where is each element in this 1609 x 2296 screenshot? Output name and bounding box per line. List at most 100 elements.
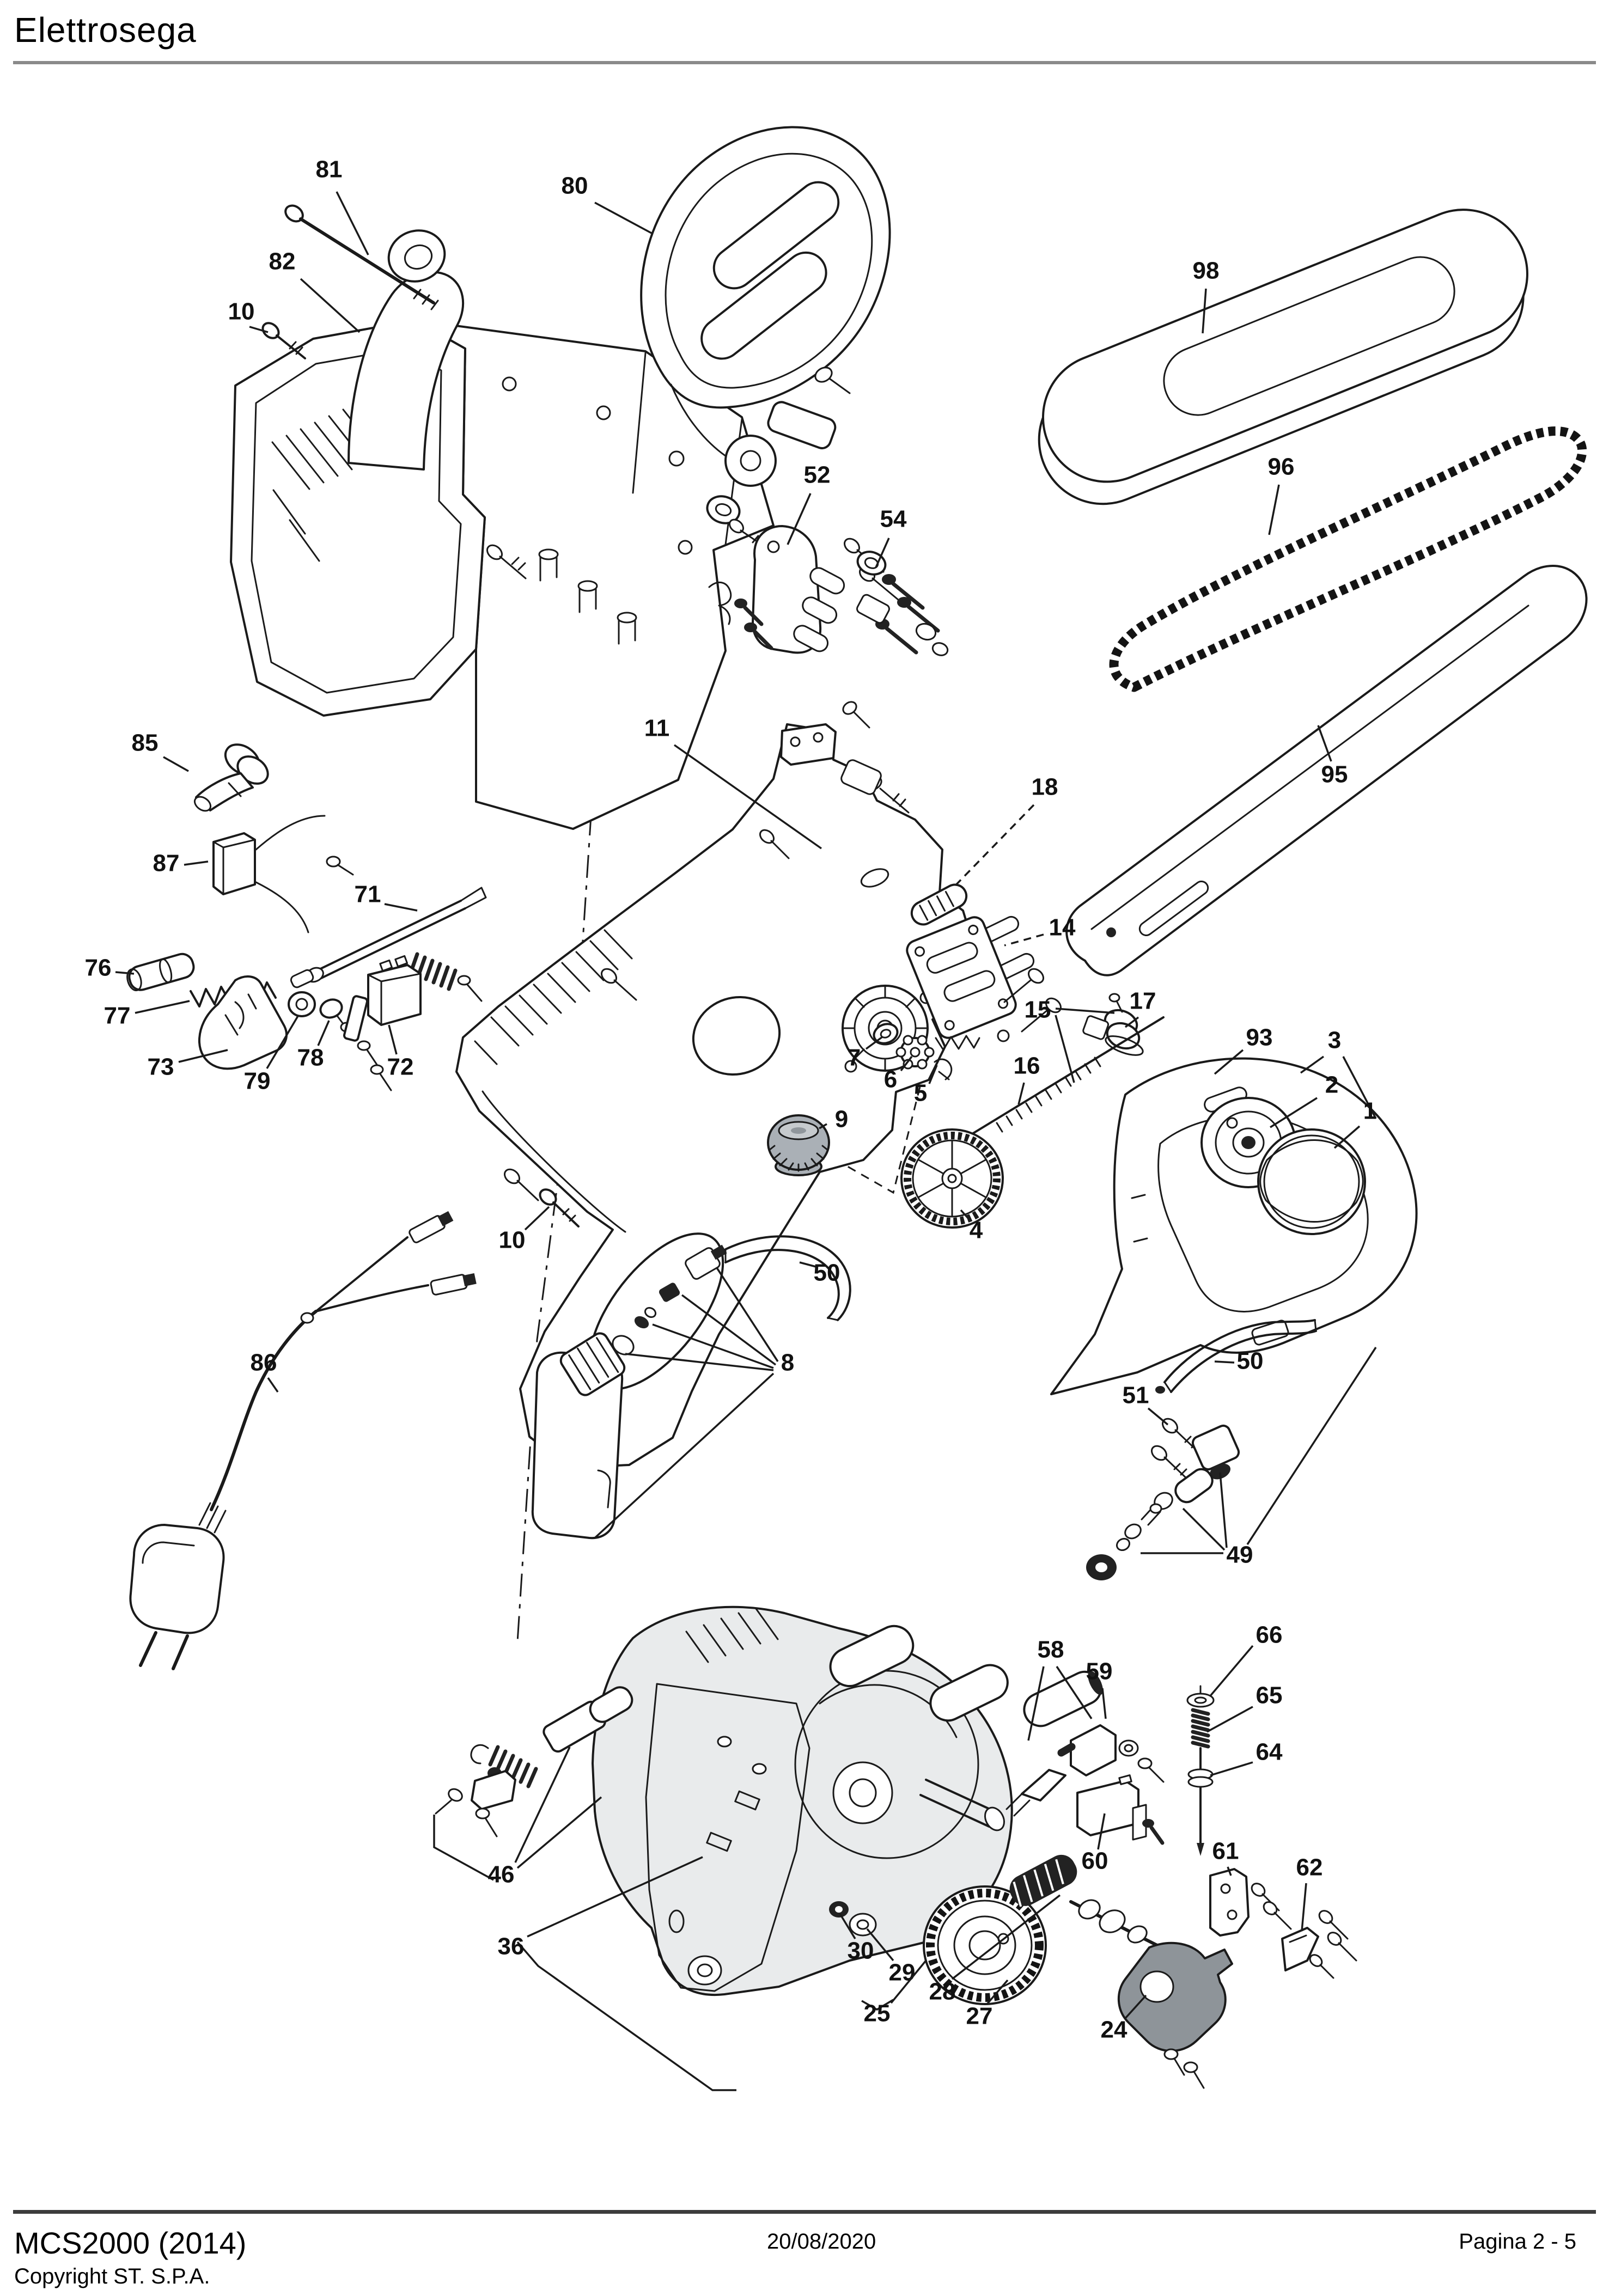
part-number-text-46: 46 xyxy=(488,1861,515,1888)
part-label-76: 76 xyxy=(85,955,135,981)
part-58-60-linkage xyxy=(1005,1724,1165,1845)
vent-slats xyxy=(474,929,633,1065)
part-80-front-handle xyxy=(640,126,891,487)
part-number-text-54: 54 xyxy=(880,506,907,533)
footer-copyright: Copyright ST. S.P.A. xyxy=(14,2264,210,2288)
part-label-86: 86 xyxy=(251,1349,279,1393)
part-73-guard xyxy=(198,975,288,1070)
part-number-text-93: 93 xyxy=(1246,1024,1273,1051)
part-number-text-36: 36 xyxy=(498,1933,525,1960)
part-87-switch xyxy=(212,815,354,933)
part-1-hand-knob xyxy=(1257,1128,1366,1235)
body-round-hole xyxy=(692,996,781,1076)
part-18-insert xyxy=(840,759,968,926)
part-label-6: 6 xyxy=(884,1055,913,1093)
handle-arm xyxy=(348,271,465,471)
part-number-text-85: 85 xyxy=(132,730,159,756)
part-64-66-needle xyxy=(1186,1685,1215,1856)
part-82-rear-housing xyxy=(230,229,775,830)
part-24-brake-plate xyxy=(1118,1941,1233,2089)
footer-date: 20/08/2020 xyxy=(767,2230,876,2254)
part-10-screw-upper xyxy=(261,322,306,359)
part-number-text-58: 58 xyxy=(1038,1636,1064,1663)
spring-dark xyxy=(409,952,458,991)
part-85-bumper xyxy=(193,743,269,812)
part-28-30-shaft-group xyxy=(829,1854,1197,1966)
brand-logo-mark xyxy=(860,868,889,888)
part-number-text-64: 64 xyxy=(1256,1739,1283,1766)
part-number-text-10b: 10 xyxy=(499,1227,526,1254)
part-10-screw-lower xyxy=(539,1188,580,1228)
part-label-58: 58 xyxy=(1027,1636,1093,1741)
part-label-2: 2 xyxy=(1270,1072,1338,1128)
part-number-text-11: 11 xyxy=(644,715,670,742)
part-label-14: 14 xyxy=(1004,914,1076,947)
part-number-text-25: 25 xyxy=(864,2000,891,2027)
part-label-8: 8 xyxy=(594,1267,794,1539)
part-label-27: 27 xyxy=(966,1979,1009,2030)
part-label-18: 18 xyxy=(951,774,1058,890)
footer-page-number: Pagina 2 - 5 xyxy=(1459,2230,1576,2254)
part-label-98: 98 xyxy=(1193,258,1219,334)
part-number-text-80: 80 xyxy=(562,173,588,199)
part-49-oiler-assembly xyxy=(1086,1424,1240,1580)
part-number-text-51: 51 xyxy=(1123,1382,1149,1409)
part-label-87: 87 xyxy=(153,850,209,877)
part-number-text-71: 71 xyxy=(355,881,381,908)
part-label-77: 77 xyxy=(104,1000,190,1029)
part-label-81: 81 xyxy=(316,156,369,255)
part-number-text-4: 4 xyxy=(970,1217,983,1244)
part-label-65: 65 xyxy=(1206,1682,1282,1733)
bracket-25 xyxy=(861,1999,894,2011)
part-number-text-15: 15 xyxy=(1025,997,1051,1023)
part-label-5: 5 xyxy=(914,1065,938,1107)
part-label-66: 66 xyxy=(1209,1622,1283,1697)
part-79-washer xyxy=(288,991,316,1017)
part-label-61: 61 xyxy=(1212,1838,1239,1876)
part-number-text-79: 79 xyxy=(244,1068,271,1095)
part-46-group xyxy=(433,1686,633,1881)
part-label-59: 59 xyxy=(1086,1658,1112,1719)
part-number-text-2: 2 xyxy=(1325,1072,1338,1098)
part-label-54: 54 xyxy=(875,506,907,568)
page-title: Elettrosega xyxy=(14,10,197,50)
part-number-text-78: 78 xyxy=(297,1045,324,1071)
part-9-knob xyxy=(767,1114,830,1176)
part-50-hose-left xyxy=(724,1235,851,1321)
part-number-text-7: 7 xyxy=(848,1045,861,1071)
header-rule xyxy=(13,61,1596,64)
part-95-guide-bar xyxy=(1065,564,1588,976)
part-label-52: 52 xyxy=(787,462,830,545)
part-label-17: 17 xyxy=(1124,988,1156,1028)
part-label-62: 62 xyxy=(1296,1854,1323,1932)
part-label-10b: 10 xyxy=(499,1206,550,1254)
part-71-rod xyxy=(290,887,487,1002)
part-label-15: 15 xyxy=(1025,997,1115,1083)
part-label-71: 71 xyxy=(355,881,418,912)
part-number-text-30: 30 xyxy=(848,1938,874,1964)
part-62-clamp xyxy=(1281,1910,1357,1979)
footer-model: MCS2000 (2014) xyxy=(14,2226,247,2260)
footer-rule xyxy=(13,2210,1596,2214)
part-label-24: 24 xyxy=(1101,1994,1147,2043)
part-label-78: 78 xyxy=(297,1020,330,1071)
handle-screw xyxy=(814,367,851,394)
part-86-power-cord xyxy=(129,1211,477,1670)
part-label-73: 73 xyxy=(148,1049,228,1080)
part-number-text-50a: 50 xyxy=(814,1260,840,1286)
part-label-11: 11 xyxy=(644,715,822,850)
part-number-text-17: 17 xyxy=(1130,988,1156,1015)
part-number-text-62: 62 xyxy=(1296,1854,1323,1881)
bracket-36 xyxy=(516,1941,736,2091)
part-27-gear xyxy=(923,1885,1047,2005)
part-number-text-66: 66 xyxy=(1256,1622,1283,1648)
part-label-1: 1 xyxy=(1333,1098,1376,1149)
part-5-clip xyxy=(934,1058,953,1080)
chassis-studs xyxy=(538,548,637,645)
part-label-28: 28 xyxy=(929,1894,1061,2005)
part-number-text-95: 95 xyxy=(1321,761,1348,788)
part-number-text-61: 61 xyxy=(1212,1838,1239,1865)
part-number-text-76: 76 xyxy=(85,955,112,981)
